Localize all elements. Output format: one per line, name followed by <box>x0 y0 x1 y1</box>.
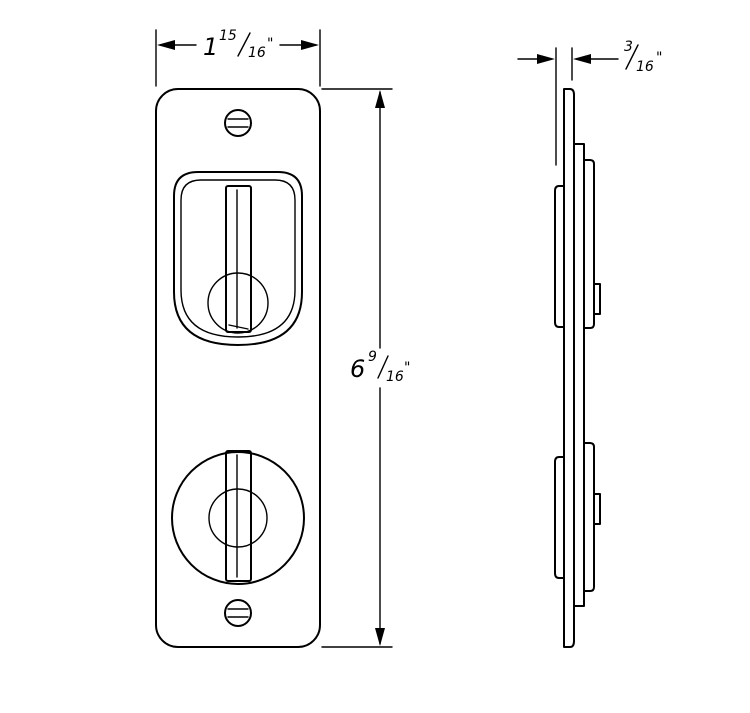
lower-turn <box>171 450 305 585</box>
bottom-screw-icon <box>224 599 252 627</box>
depth-unit: " <box>656 50 662 66</box>
height-numerator: 9 <box>368 349 377 365</box>
depth-denominator: 16 <box>636 59 654 75</box>
height-unit: " <box>404 360 410 376</box>
height-whole: 6 <box>350 355 365 383</box>
front-view <box>155 88 321 648</box>
side-plate-outline <box>563 88 575 648</box>
width-numerator: 15 <box>219 28 237 44</box>
width-dimension: 1 15 16 " <box>155 28 321 87</box>
front-plate-outline <box>155 88 321 648</box>
side-view <box>554 88 601 648</box>
height-denominator: 16 <box>386 369 404 385</box>
depth-numerator: 3 <box>624 39 633 55</box>
width-whole: 1 <box>203 33 218 61</box>
width-unit: " <box>267 36 273 52</box>
top-screw-icon <box>224 109 252 137</box>
depth-dimension: 3 16 " <box>517 39 662 166</box>
width-denominator: 16 <box>248 45 266 61</box>
upper-recess <box>173 171 303 346</box>
height-dimension: 6 9 16 " <box>321 88 410 648</box>
